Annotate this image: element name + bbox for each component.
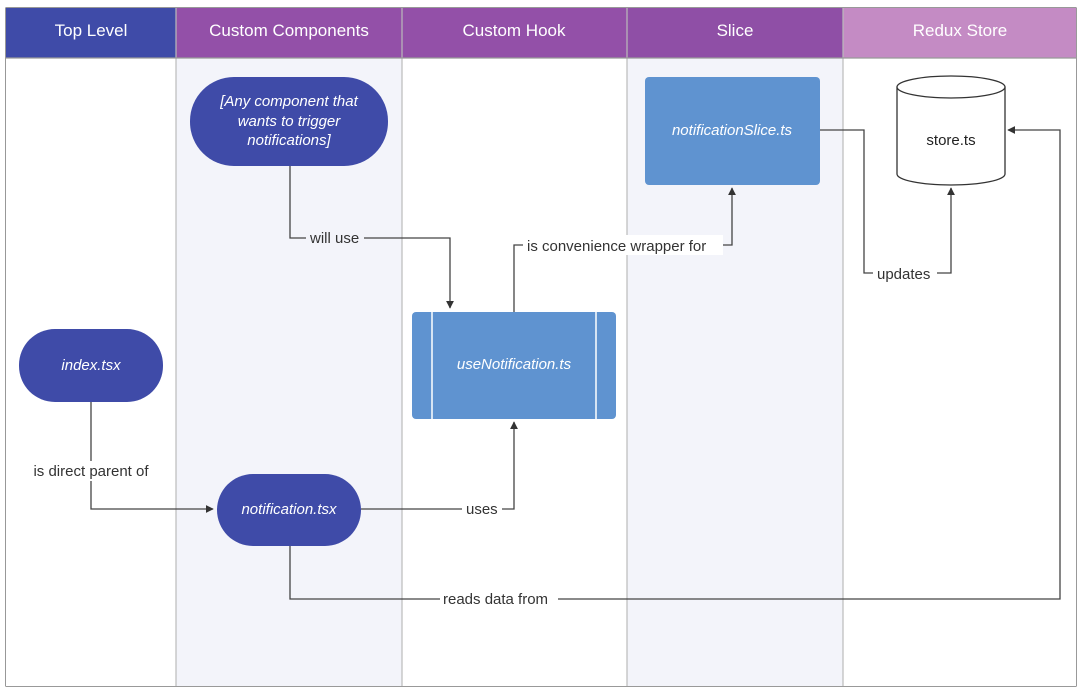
- edge-label-updates: updates: [877, 266, 930, 283]
- edge-label-is-direct-parent-of: is direct parent of: [33, 463, 149, 480]
- node-store-ts-label: store.ts: [926, 132, 975, 149]
- node-notification-slice-label: notificationSlice.ts: [672, 122, 793, 139]
- lane-title-redux-store: Redux Store: [913, 21, 1008, 40]
- lane-header-slice: [627, 8, 843, 58]
- node-index-tsx: index.tsx: [19, 329, 163, 402]
- lane-title-slice: Slice: [717, 21, 754, 40]
- edge-is-direct-parent-of: [90, 402, 214, 513]
- lane-header-custom-hook: [402, 8, 627, 58]
- node-any-component-line-2: wants to trigger: [238, 113, 342, 130]
- node-notification-slice: notificationSlice.ts: [645, 77, 820, 185]
- node-any-component: [Any component that wants to trigger not…: [190, 77, 388, 166]
- edge-label-bg: [462, 499, 502, 519]
- node-notification-tsx-shape: [217, 474, 361, 546]
- edge-label-bg: [24, 461, 158, 481]
- edge-label-is-convenience-wrapper-for: is convenience wrapper for: [527, 238, 706, 255]
- nodes: [Any component that wants to trigger not…: [19, 75, 1006, 546]
- lane-title-top-level: Top Level: [55, 21, 128, 40]
- edge-label-bg: [873, 263, 937, 283]
- lane-header-top-level: [6, 8, 176, 58]
- edge-label-will-use: will use: [309, 230, 359, 247]
- node-index-tsx-shape: [19, 329, 163, 402]
- edge-label-bg: [306, 228, 364, 248]
- edge-label-bg: [523, 235, 723, 255]
- node-index-tsx-label: index.tsx: [61, 357, 121, 374]
- edge-label-reads-data-from: reads data from: [443, 591, 548, 608]
- edge-reads-data-from: [289, 126, 1061, 600]
- lane-headers: Top Level Custom Components Custom Hook …: [6, 8, 1076, 58]
- node-any-component-line-1: [Any component that: [219, 93, 358, 110]
- lane-header-redux-store: [843, 8, 1076, 58]
- node-notification-tsx: notification.tsx: [217, 474, 361, 546]
- node-notification-slice-shape: [645, 77, 820, 185]
- lane-title-custom-hook: Custom Hook: [463, 21, 566, 40]
- node-use-notification: useNotification.ts: [412, 312, 616, 419]
- edge-label-bg: [440, 589, 558, 609]
- store-cylinder-body: [896, 87, 1006, 186]
- edge-labels: will use is direct parent of uses is con…: [24, 228, 937, 609]
- node-notification-tsx-label: notification.tsx: [241, 501, 337, 518]
- node-use-notification-label: useNotification.ts: [457, 356, 572, 373]
- store-cylinder-top: [896, 75, 1006, 99]
- edge-will-use: [289, 166, 454, 309]
- lane-header-custom-components: [176, 8, 402, 58]
- edge-uses: [361, 421, 518, 510]
- lane-title-custom-components: Custom Components: [209, 21, 369, 40]
- node-any-component-shape: [190, 77, 388, 166]
- node-use-notification-shape: [412, 312, 616, 419]
- node-any-component-line-3: notifications]: [247, 132, 331, 149]
- node-store-ts: store.ts: [896, 75, 1006, 186]
- edge-updates: [820, 129, 955, 274]
- lane-dividers: [6, 8, 1076, 686]
- edge-label-uses: uses: [466, 501, 498, 518]
